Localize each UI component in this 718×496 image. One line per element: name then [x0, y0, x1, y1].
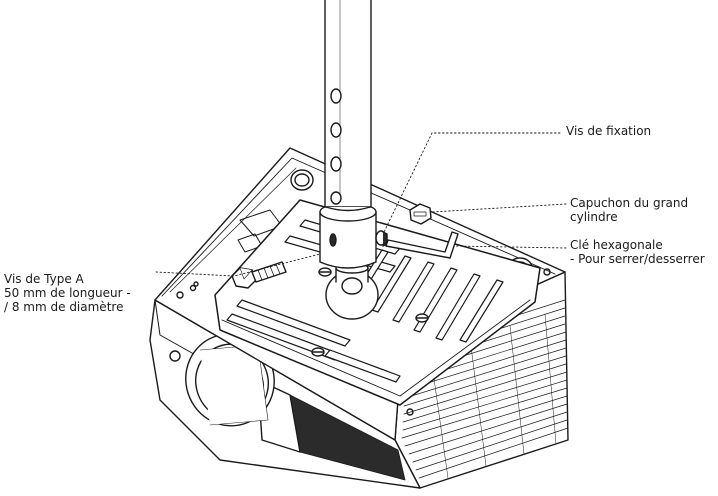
- callout-capuchon: Capuchon du grand cylindre: [570, 196, 688, 224]
- plate-screws: [193, 267, 429, 357]
- large-cylinder: [319, 202, 377, 269]
- leader-vis-type-a: [155, 253, 321, 277]
- callout-vis-type-a-line3: / 8 mm de diamètre: [4, 300, 124, 314]
- fixing-screw: [375, 230, 388, 247]
- callout-cle-line1: Clé hexagonale: [570, 238, 663, 252]
- leader-lines: [155, 132, 567, 277]
- leader-vis-fixation: [383, 132, 561, 233]
- leader-capuchon: [431, 203, 567, 213]
- callout-vis-fixation-line1: Vis de fixation: [566, 124, 652, 138]
- leader-cle: [454, 245, 567, 249]
- callout-cle: Clé hexagonale - Pour serrer/desserrer: [570, 238, 705, 266]
- callout-vis-type-a: Vis de Type A 50 mm de longueur - / 8 mm…: [4, 272, 131, 314]
- hex-key: [385, 231, 459, 259]
- callout-vis-type-a-line1: Vis de Type A: [4, 272, 84, 286]
- front-screw: [169, 350, 181, 362]
- callout-vis-fixation: Vis de fixation: [566, 124, 651, 138]
- callout-capuchon-line2: cylindre: [570, 210, 618, 224]
- vent-slats: [401, 299, 569, 479]
- cap-nut: [409, 203, 432, 225]
- ceiling-tube: [324, 0, 372, 212]
- callout-cle-line2: - Pour serrer/desserrer: [570, 252, 705, 266]
- callout-vis-type-a-line2: 50 mm de longueur -: [4, 286, 131, 300]
- callout-capuchon-line1: Capuchon du grand: [570, 196, 689, 210]
- type-a-screw: [231, 261, 287, 289]
